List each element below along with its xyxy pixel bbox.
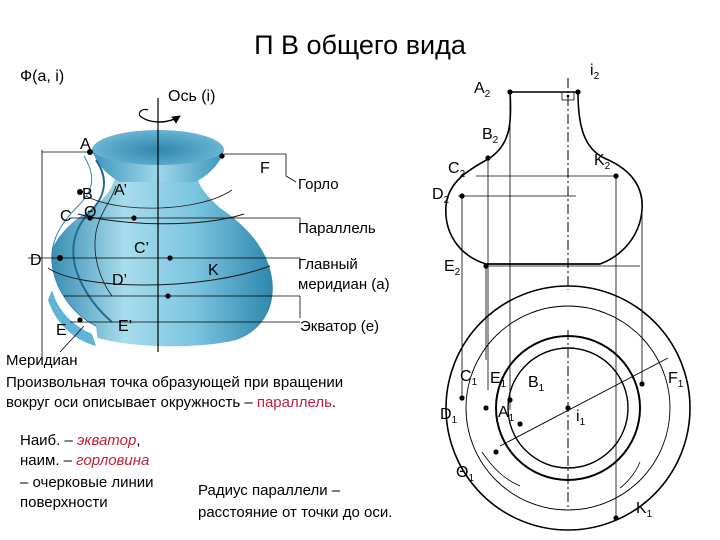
point-theta: Θ — [84, 204, 97, 221]
label-K1: K1 — [636, 500, 653, 521]
text-outline-2: поверхности — [20, 494, 108, 511]
rotation-arrow — [139, 115, 181, 124]
parallel-curve — [85, 189, 233, 209]
top-view — [445, 285, 691, 531]
equator-curve — [47, 265, 271, 286]
label-E1: E1 — [490, 370, 507, 391]
label-E2: E2 — [444, 258, 461, 279]
label-K2: K2 — [594, 152, 611, 173]
cutout-edge — [51, 155, 97, 327]
point-A-prime: A’ — [114, 182, 128, 199]
term-parallel: параллель — [256, 394, 332, 411]
label-C2: C2 — [448, 160, 466, 181]
term-equator: экватор — [77, 432, 137, 449]
page-title: П В общего вида — [254, 30, 466, 60]
text-line-1: Произвольная точка образующей при вращен… — [6, 374, 344, 391]
label-F1: F1 — [668, 370, 684, 391]
vase-fragment — [48, 290, 96, 346]
text-min: наим. – горловина — [20, 452, 150, 469]
callout-throat: Горло — [298, 176, 339, 193]
callout-equator: Экватор (е) — [300, 318, 380, 335]
label-i2: i2 — [590, 62, 600, 83]
front-view — [445, 91, 643, 265]
label-D2: D2 — [432, 186, 450, 207]
label-i1: i1 — [576, 408, 586, 429]
section-edge — [72, 159, 113, 323]
point-C-prime: C’ — [134, 240, 150, 257]
callout-main-meridian-2: меридиан (а) — [298, 276, 390, 293]
surface-label: Ф(a, i) — [20, 68, 65, 85]
vase-3d — [40, 130, 273, 360]
label-C1: C1 — [460, 368, 478, 389]
point-D: D — [30, 252, 42, 269]
callout-meridian: Меридиан — [6, 352, 78, 369]
text-max: Наиб. – экватор, — [20, 432, 141, 449]
text-line-2: вокруг оси описывает окружность – паралл… — [6, 394, 337, 411]
axis-label: Ось (i) — [168, 88, 216, 105]
callout-parallel: Параллель — [298, 220, 376, 237]
label-A1: A1 — [498, 404, 515, 425]
point-E: E — [56, 322, 67, 339]
point-D-prime: D’ — [112, 272, 128, 289]
text-radius-1: Радиус параллели – — [198, 482, 341, 499]
callout-main-meridian-1: Главный — [298, 256, 358, 273]
label-D1: D1 — [440, 406, 458, 427]
label-theta1: Θ1 — [456, 464, 475, 485]
point-A: A — [80, 136, 91, 153]
term-throat: горловина — [76, 452, 150, 469]
text-radius-2: расстояние от точки до оси. — [198, 504, 393, 521]
point-C: C — [60, 208, 72, 225]
label-B1: B1 — [528, 374, 545, 395]
label-B2: B2 — [482, 126, 499, 147]
point-B: B — [82, 186, 93, 203]
label-A2: A2 — [474, 80, 491, 101]
vase-body — [44, 152, 273, 347]
point-E-prime: E’ — [118, 318, 133, 335]
meridian-curve — [94, 185, 117, 297]
point-F: F — [260, 160, 270, 177]
text-outline-1: – очерковые линии — [20, 474, 154, 491]
point-K: K — [208, 262, 219, 279]
